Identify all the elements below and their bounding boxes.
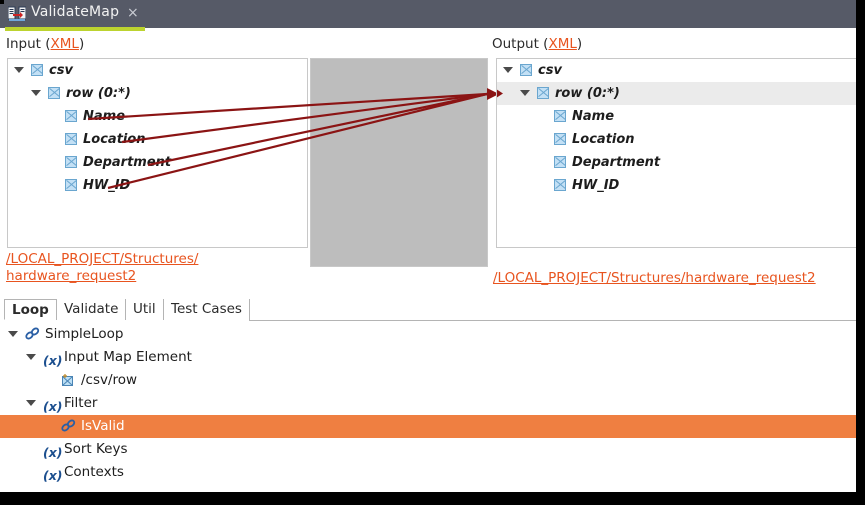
map-document-icon — [8, 6, 26, 21]
mapping-grid-background — [311, 59, 487, 266]
tree-node-label: Name — [572, 109, 615, 124]
xml-element-icon — [554, 156, 566, 168]
xml-element-icon — [65, 179, 77, 191]
xml-element-icon — [554, 133, 566, 145]
output-panel-header: Output (XML) — [492, 36, 582, 52]
output-tree-row[interactable]: csv — [497, 59, 856, 82]
loop-tree-row[interactable]: (x)Sort Keys — [0, 438, 856, 461]
validate-map-window: ValidateMap × Input (XML) Output (XML) c… — [0, 0, 856, 492]
input-header-text: Input ( — [6, 36, 51, 52]
tree-node-label: Department — [572, 155, 661, 170]
loop-tree-label: Input Map Element — [64, 349, 192, 365]
input-tree-row[interactable]: Department — [8, 151, 307, 174]
tree-twisty-icon[interactable] — [26, 400, 36, 406]
tree-twisty-icon[interactable] — [26, 354, 36, 360]
xml-element-icon — [554, 110, 566, 122]
map-element-icon — [62, 374, 73, 386]
window-edge-bottom — [0, 492, 865, 505]
input-path-line2[interactable]: hardware_request2 — [6, 268, 137, 284]
loop-tree-label: Filter — [64, 395, 98, 411]
chain-link-icon — [61, 419, 76, 432]
tree-node-label: Name — [83, 109, 126, 124]
xml-element-icon — [31, 64, 43, 76]
output-tree-row[interactable]: HW_ID — [497, 174, 856, 197]
xml-element-icon — [65, 156, 77, 168]
output-tree-row[interactable]: Department — [497, 151, 856, 174]
xml-element-icon — [65, 110, 77, 122]
input-tree-row[interactable]: csv — [8, 59, 307, 82]
tree-node-label: HW_ID — [83, 178, 131, 193]
input-panel-header: Input (XML) — [6, 36, 84, 52]
output-tree-row[interactable]: Name — [497, 105, 856, 128]
selection-arrow-icon — [497, 89, 503, 98]
output-tree-row[interactable]: Location — [497, 128, 856, 151]
tree-twisty-icon[interactable] — [503, 67, 513, 73]
input-tree-row[interactable]: Location — [8, 128, 307, 151]
output-header-text: Output ( — [492, 36, 549, 52]
loop-tree-label: IsValid — [81, 418, 125, 434]
bottom-tab-util[interactable]: Util — [125, 299, 164, 320]
tree-node-label: csv — [538, 63, 562, 78]
xml-element-icon — [520, 64, 532, 76]
output-xml-link[interactable]: XML — [548, 36, 577, 52]
output-path-line1[interactable]: /LOCAL_PROJECT/Structures/hardware_reque… — [493, 270, 816, 286]
window-corner-tl — [0, 0, 4, 4]
window-tab-title[interactable]: ValidateMap — [31, 4, 120, 20]
loop-tree-label: Contexts — [64, 464, 124, 480]
mapping-links — [87, 88, 499, 190]
loop-tree-row[interactable]: IsValid — [0, 415, 856, 438]
loop-tree-label: SimpleLoop — [45, 326, 124, 342]
input-tree-row[interactable]: row (0:*) — [8, 82, 307, 105]
xml-element-icon — [554, 179, 566, 191]
bottom-tab-test-cases[interactable]: Test Cases — [163, 299, 250, 320]
loop-tree-row[interactable]: /csv/row — [0, 369, 856, 392]
bottom-tab-validate[interactable]: Validate — [56, 299, 127, 320]
output-path-link[interactable]: /LOCAL_PROJECT/Structures/hardware_reque… — [493, 270, 816, 286]
loop-detail-tree[interactable]: SimpleLoop(x)Input Map Element/csv/row(x… — [0, 323, 856, 489]
tree-twisty-icon[interactable] — [8, 331, 18, 337]
tree-node-label: Location — [572, 132, 635, 147]
tree-twisty-icon[interactable] — [520, 90, 530, 96]
loop-tree-row[interactable]: (x)Input Map Element — [0, 346, 856, 369]
tree-node-label: Location — [83, 132, 146, 147]
chain-link-icon — [25, 327, 40, 340]
tree-twisty-icon[interactable] — [31, 90, 41, 96]
input-xml-link[interactable]: XML — [50, 36, 79, 52]
function-fx-icon: (x) — [43, 445, 63, 460]
loop-tree-label: Sort Keys — [64, 441, 128, 457]
window-titlebar: ValidateMap × — [0, 0, 856, 31]
window-edge-right — [856, 0, 865, 505]
xml-element-icon — [48, 87, 60, 99]
loop-tree-row[interactable]: (x)Contexts — [0, 461, 856, 484]
input-tree-row[interactable]: HW_ID — [8, 174, 307, 197]
tree-node-label: csv — [49, 63, 73, 78]
tab-close-icon[interactable]: × — [127, 5, 139, 21]
loop-tree-row[interactable]: (x)Filter — [0, 392, 856, 415]
tabstrip-divider — [249, 320, 856, 321]
input-path-link[interactable]: /LOCAL_PROJECT/Structures/ hardware_requ… — [6, 251, 306, 285]
output-header-tail: ) — [576, 36, 583, 52]
bottom-tab-loop[interactable]: Loop — [4, 299, 57, 320]
function-fx-icon: (x) — [43, 399, 63, 414]
loop-tree-row[interactable]: SimpleLoop — [0, 323, 856, 346]
active-tab-underline — [5, 27, 145, 31]
tree-node-label: row (0:*) — [555, 86, 620, 101]
input-path-line1[interactable]: /LOCAL_PROJECT/Structures/ — [6, 251, 199, 267]
input-header-tail: ) — [78, 36, 85, 52]
xml-element-icon — [537, 87, 549, 99]
tree-node-label: HW_ID — [572, 178, 620, 193]
tree-node-label: row (0:*) — [66, 86, 131, 101]
loop-tree-label: /csv/row — [81, 372, 138, 388]
mapping-canvas[interactable] — [310, 58, 488, 267]
tree-node-label: Department — [83, 155, 172, 170]
input-tree-row[interactable]: Name — [8, 105, 307, 128]
xml-element-icon — [65, 133, 77, 145]
function-fx-icon: (x) — [43, 468, 63, 483]
output-tree-row[interactable]: row (0:*) — [497, 82, 856, 105]
function-fx-icon: (x) — [43, 353, 63, 368]
tree-twisty-icon[interactable] — [14, 67, 24, 73]
